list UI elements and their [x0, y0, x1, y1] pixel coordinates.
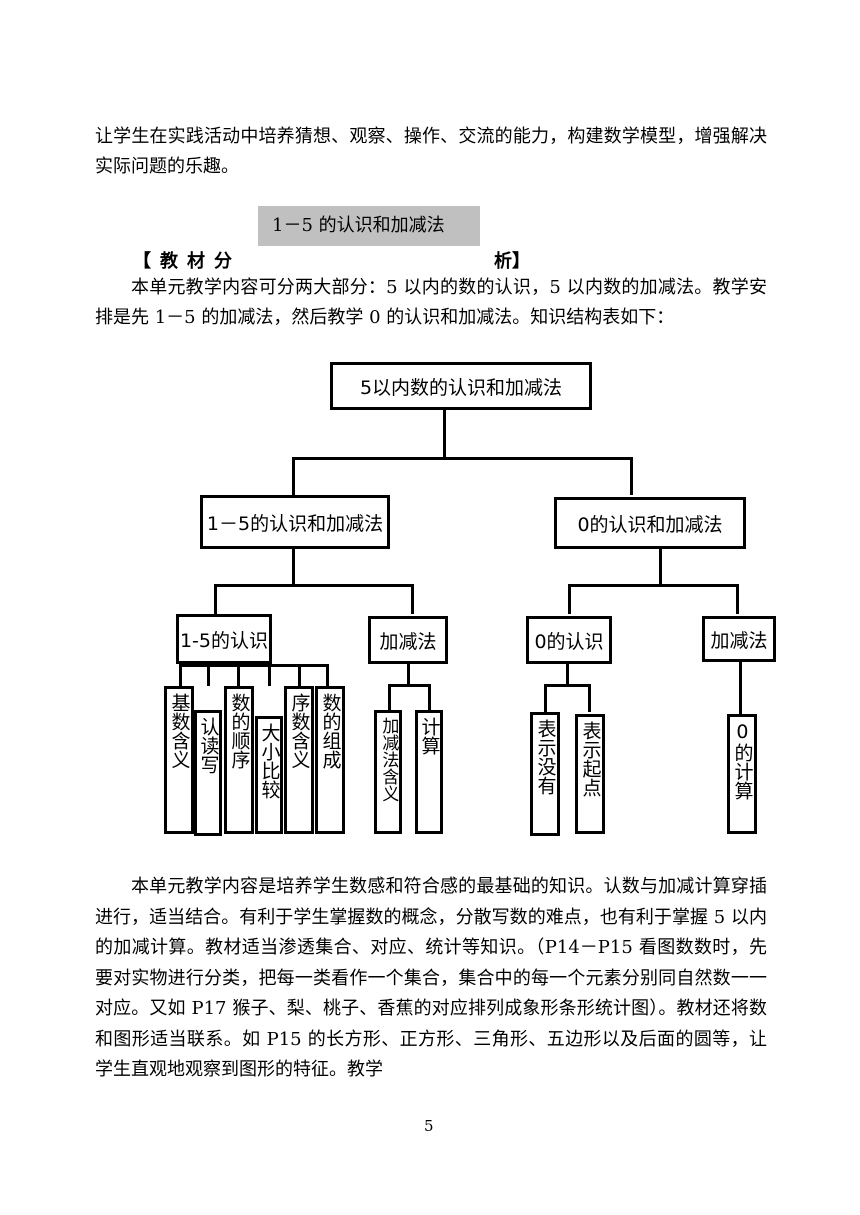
recognition-node-right: 0的认识	[526, 616, 612, 664]
connector	[179, 664, 182, 686]
connector	[630, 457, 633, 495]
analysis-paragraph: 本单元教学内容可分两大部分：5 以内的数的认识，5 以内数的加减法。教学安排是先…	[95, 277, 767, 328]
connector	[739, 662, 742, 714]
leaf-cardinal-meaning: 基数含义	[164, 686, 194, 834]
operation-node-right: 加减法	[702, 616, 776, 662]
intro-paragraph: 让学生在实践活动中培养猜想、观察、操作、交流的能力，构建数学模型，增强解决实际问…	[95, 126, 767, 177]
connector	[566, 664, 569, 686]
leaf-calculation: 计算	[415, 710, 443, 834]
connector	[207, 664, 210, 686]
connector	[214, 584, 414, 587]
operation-node-left: 加减法	[368, 616, 448, 664]
connector	[179, 664, 329, 667]
connector	[292, 549, 295, 585]
leaf-size-compare: 大小比较	[255, 716, 283, 834]
leaf-number-order: 数的顺序	[224, 686, 254, 834]
connector	[214, 584, 217, 614]
connector	[568, 584, 571, 614]
connector	[544, 684, 547, 712]
connector	[268, 664, 271, 686]
page-number: 5	[424, 1117, 434, 1135]
connector	[544, 684, 590, 687]
leaf-read-write: 认读写	[194, 710, 222, 836]
connector	[659, 549, 662, 585]
connector	[736, 584, 739, 614]
right-branch-node: 0的认识和加减法	[554, 497, 746, 549]
heading-left: 【教材分	[133, 251, 241, 272]
connector	[388, 684, 430, 687]
leaf-ordinal-meaning: 序数含义	[284, 686, 314, 834]
leaf-number-composition: 数的组成	[315, 686, 345, 834]
leaf-zero-calculation: 0的计算	[727, 714, 757, 834]
connector	[568, 584, 739, 587]
connector	[411, 584, 414, 614]
connector	[292, 457, 295, 495]
leaf-means-nothing: 表示没有	[530, 712, 560, 836]
section-title: 1－5 的认识和加减法	[258, 206, 480, 246]
content-paragraph: 本单元教学内容是培养学生数感和符合感的最基础的知识。认数与加减计算穿插进行，适当…	[95, 876, 767, 1080]
connector	[292, 457, 632, 460]
heading-right: 析】	[494, 251, 530, 272]
connector	[298, 664, 301, 686]
recognition-node-left: 1-5的认识	[176, 614, 272, 664]
connector	[326, 664, 329, 686]
connector	[407, 664, 410, 686]
leaf-add-sub-meaning: 加减法含义	[374, 710, 402, 834]
connector	[388, 684, 391, 710]
leaf-means-start: 表示起点	[575, 714, 605, 834]
connector	[443, 410, 446, 458]
connector	[237, 664, 240, 686]
connector	[588, 684, 591, 712]
connector	[428, 684, 431, 710]
root-node: 5以内数的认识和加减法	[330, 362, 592, 410]
left-branch-node: 1－5的认识和加减法	[200, 495, 390, 549]
